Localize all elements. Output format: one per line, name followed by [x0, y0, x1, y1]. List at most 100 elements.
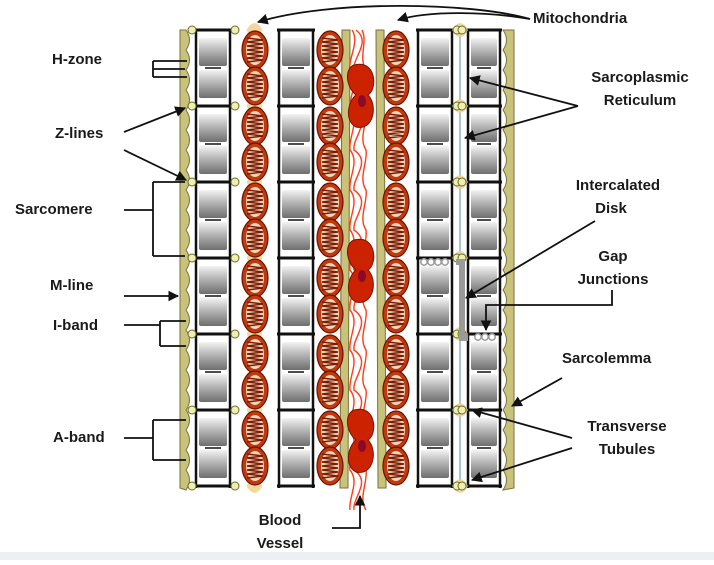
- t-tubule-end: [231, 406, 239, 414]
- gap-junction: [482, 334, 488, 340]
- myofilament-block: [471, 418, 497, 446]
- myofilament-block: [421, 114, 449, 142]
- gap-junction: [442, 259, 448, 265]
- myofilament-block: [282, 342, 310, 370]
- myofilament-block: [282, 418, 310, 446]
- t-tubule-end: [458, 26, 466, 34]
- myofilament-block: [282, 190, 310, 218]
- t-tubule-end: [188, 330, 196, 338]
- myofilament-block: [421, 374, 449, 402]
- myofilament-block: [199, 222, 227, 250]
- myofilament-block: [471, 222, 497, 250]
- z-lines-label: Z-lines: [55, 124, 103, 143]
- myofilament-block: [282, 374, 310, 402]
- a-band-bracket: [124, 420, 186, 460]
- myofilament-block: [199, 342, 227, 370]
- myofilament-block: [282, 450, 310, 478]
- transverse-tubules-label-line1: Transverse: [572, 417, 682, 436]
- t-tubule-end: [188, 254, 196, 262]
- myofilament-block: [421, 146, 449, 174]
- gap-junction: [435, 259, 441, 265]
- m-line-label: M-line: [50, 276, 93, 295]
- myofilament-block: [421, 38, 449, 66]
- mitochondria-label: Mitochondria: [533, 9, 627, 28]
- t-tubule-end: [458, 178, 466, 186]
- myofilament-block: [421, 342, 449, 370]
- t-tubule-end: [231, 482, 239, 490]
- myofilament-block: [471, 38, 497, 66]
- myofilament-block: [471, 374, 497, 402]
- gap-junction: [428, 259, 434, 265]
- sarcomere-label: Sarcomere: [15, 200, 93, 219]
- myofilament-block: [282, 266, 310, 294]
- blood-vessel-label-line1: Blood: [248, 511, 312, 530]
- myofilament-block: [199, 70, 227, 98]
- myofilament-block: [199, 450, 227, 478]
- t-tubule-end: [231, 102, 239, 110]
- myofilament-block: [421, 190, 449, 218]
- myofilament-block: [199, 38, 227, 66]
- myofilament-block: [282, 298, 310, 326]
- t-tubule-end: [458, 482, 466, 490]
- h-zone-label: H-zone: [52, 50, 102, 69]
- myofilament-block: [282, 70, 310, 98]
- gap-junction: [421, 259, 427, 265]
- bottom-bar: [0, 552, 714, 560]
- t-tubule-end: [188, 26, 196, 34]
- i-band-label: I-band: [53, 316, 98, 335]
- t-tubule-end: [188, 102, 196, 110]
- gap-junction: [475, 334, 481, 340]
- vessel-wall-right: [376, 30, 386, 488]
- t-tubule-end: [231, 254, 239, 262]
- muscle-tissue: [180, 23, 514, 510]
- myofilament-block: [282, 114, 310, 142]
- transverse-tubules-label-line2: Tubules: [572, 440, 682, 459]
- myofilament-block: [421, 450, 449, 478]
- myofilament-block: [471, 298, 497, 326]
- t-tubule-end: [231, 26, 239, 34]
- t-tubule-end: [231, 178, 239, 186]
- t-tubule-end: [458, 102, 466, 110]
- red-blood-cell-nucleus: [358, 95, 366, 107]
- sarcolemma-pointer: [512, 378, 562, 406]
- red-blood-cell-nucleus: [358, 440, 366, 452]
- myofilament-block: [471, 266, 497, 294]
- myofilament-block: [199, 190, 227, 218]
- gap-junctions-label-line1: Gap: [568, 247, 658, 266]
- t-tubule-end: [458, 406, 466, 414]
- sarcoplasmic-reticulum-label-line2: Reticulum: [580, 91, 700, 110]
- sarcolemma-label: Sarcolemma: [562, 349, 651, 368]
- sarcoplasmic-reticulum-label-line1: Sarcoplasmic: [580, 68, 700, 87]
- myofilament-block: [421, 70, 449, 98]
- myofilament-block: [199, 374, 227, 402]
- i-band-bracket: [124, 321, 186, 346]
- myofilament-block: [282, 222, 310, 250]
- t-tubule-end: [188, 406, 196, 414]
- intercalated-disk-label-line1: Intercalated: [556, 176, 680, 195]
- myofilament-block: [471, 342, 497, 370]
- gap-junctions-label-line2: Junctions: [568, 270, 658, 289]
- myofilament-block: [421, 266, 449, 294]
- myofilament-block: [421, 298, 449, 326]
- t-tubule-end: [231, 330, 239, 338]
- myofilament-block: [199, 266, 227, 294]
- myofilament-block: [421, 222, 449, 250]
- myofilament-block: [199, 418, 227, 446]
- myofilament-block: [199, 146, 227, 174]
- myofilament-block: [471, 190, 497, 218]
- blood-vessel-label-line2: Vessel: [248, 534, 312, 553]
- t-tubule-end: [188, 482, 196, 490]
- t-tubule-end: [188, 178, 196, 186]
- myofilament-block: [421, 418, 449, 446]
- z-lines-pointer: [124, 108, 185, 132]
- gap-junction: [489, 334, 495, 340]
- myofilament-block: [471, 114, 497, 142]
- myofilament-block: [471, 146, 497, 174]
- sarcomere-bracket: [124, 182, 185, 256]
- intercalated-disk: [456, 262, 468, 338]
- a-band-label: A-band: [53, 428, 105, 447]
- z-lines-pointer: [124, 150, 186, 180]
- red-blood-cell-nucleus: [358, 270, 366, 282]
- myofilament-block: [282, 146, 310, 174]
